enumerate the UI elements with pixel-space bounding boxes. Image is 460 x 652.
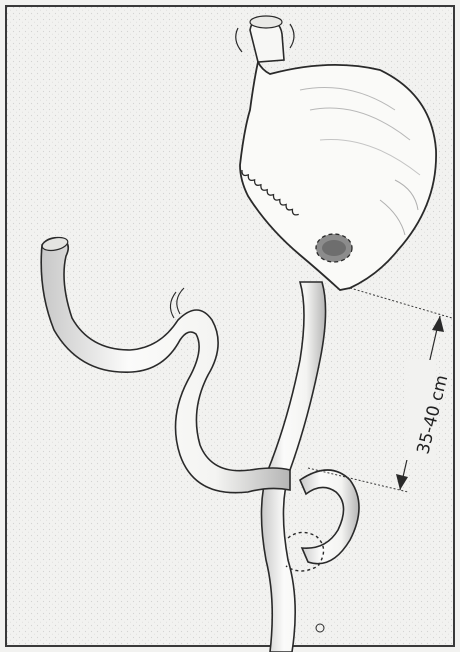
surgical-illustration: 35-40 cm [0, 0, 460, 652]
